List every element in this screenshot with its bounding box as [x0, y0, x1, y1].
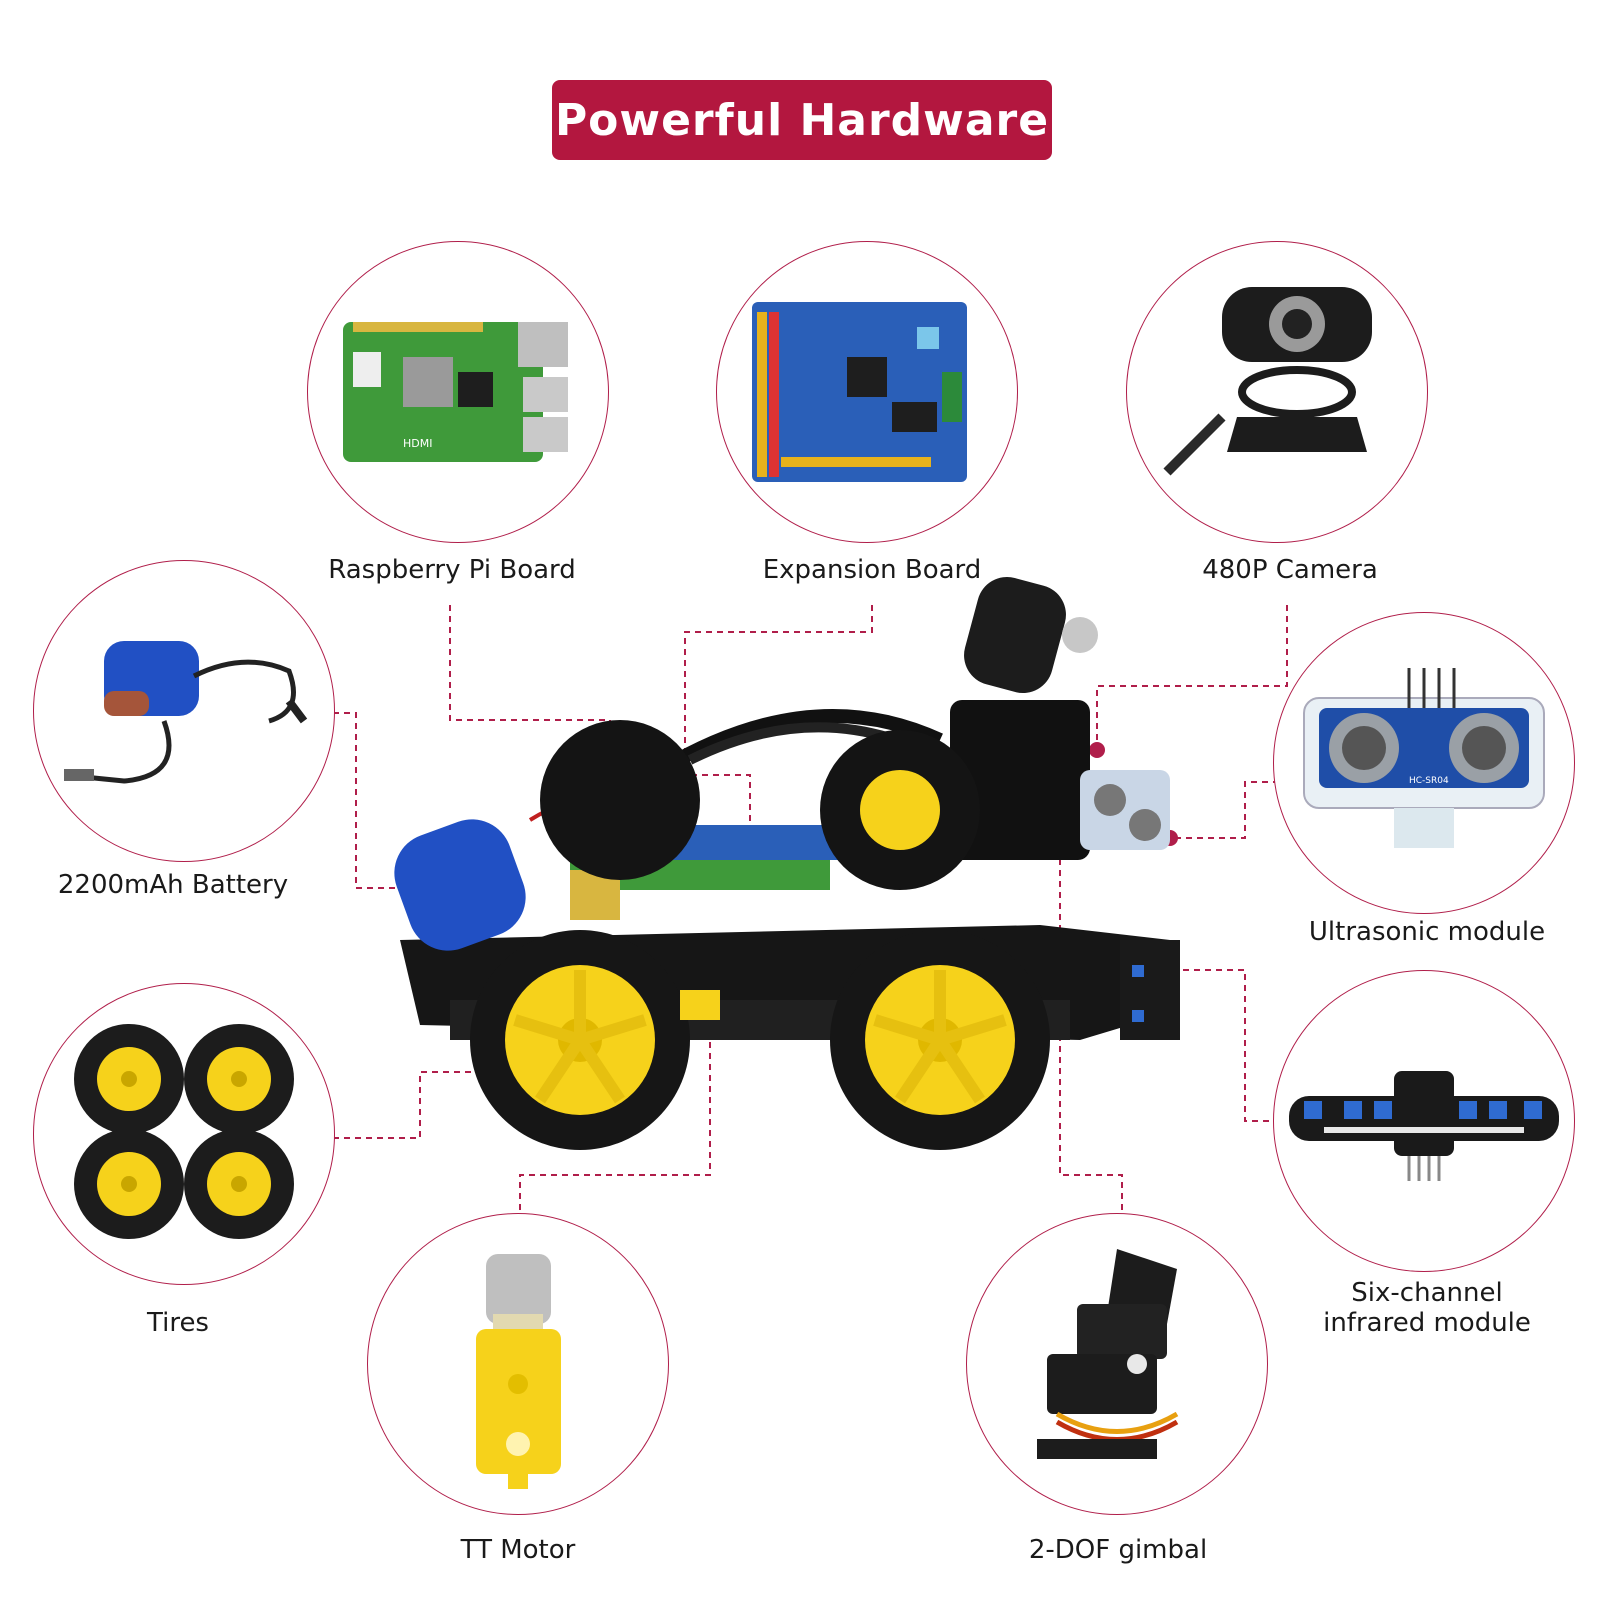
- camera-circle: [1126, 241, 1428, 543]
- tires-circle: [33, 983, 335, 1285]
- infrared-sensor-icon: [1289, 1071, 1559, 1181]
- label-tires: Tires: [147, 1308, 209, 1338]
- label-camera: 480P Camera: [1202, 555, 1378, 585]
- tt-motor-icon: [476, 1254, 561, 1489]
- label-motor: TT Motor: [460, 1535, 576, 1565]
- label-gimbal: 2-DOF gimbal: [1028, 1535, 1208, 1565]
- svg-text:HDMI: HDMI: [403, 437, 432, 450]
- svg-text:HC-SR04: HC-SR04: [1409, 776, 1449, 786]
- car-front-right-wheel: [830, 930, 1050, 1150]
- label-infrared-line1: Six-channel: [1351, 1278, 1503, 1308]
- raspberry-pi-circle: HDMI: [307, 241, 609, 543]
- title-badge: Powerful Hardware: [552, 80, 1052, 160]
- raspberry-pi-board-icon: HDMI: [343, 322, 568, 462]
- infrared-circle: [1273, 970, 1575, 1272]
- label-battery: 2200mAh Battery: [57, 870, 289, 900]
- car-front-left-wheel: [470, 930, 690, 1150]
- webcam-icon: [1163, 287, 1372, 476]
- battery-icon: [64, 641, 308, 784]
- tires-icon: [74, 1024, 294, 1239]
- car-infrared: [1120, 940, 1180, 1040]
- label-expansion-board: Expansion Board: [762, 555, 982, 585]
- car-webcam: [964, 576, 1066, 694]
- label-raspberry-pi: Raspberry Pi Board: [328, 555, 576, 585]
- expansion-board-circle: [716, 241, 1018, 543]
- gimbal-icon: [1037, 1249, 1179, 1459]
- motor-circle: [367, 1213, 669, 1515]
- battery-circle: [33, 560, 335, 862]
- label-infrared-line2: infrared module: [1323, 1308, 1531, 1338]
- ultrasonic-circle: HC-SR04: [1273, 612, 1575, 914]
- expansion-board-icon: [752, 302, 967, 482]
- ultrasonic-sensor-icon: HC-SR04: [1303, 668, 1545, 848]
- gimbal-circle: [966, 1213, 1268, 1515]
- car-gimbal-body: [950, 700, 1090, 860]
- car-battery: [394, 819, 526, 951]
- car-ultrasonic: [1080, 770, 1170, 850]
- page-title: Powerful Hardware: [554, 94, 1050, 146]
- robot-car-illustration: [394, 576, 1180, 1150]
- label-ultrasonic: Ultrasonic module: [1308, 917, 1546, 947]
- car-tt-motor: [680, 990, 720, 1020]
